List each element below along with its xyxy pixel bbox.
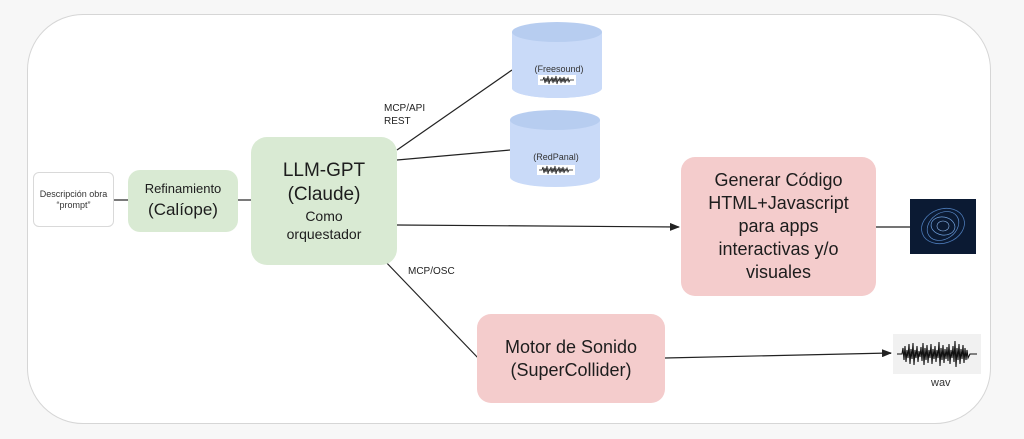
code-line: HTML+Javascript <box>708 193 849 213</box>
code-line: interactivas y/o <box>718 239 839 259</box>
edge-label-mcp-api: MCP/API <box>384 103 426 114</box>
llm-orchestrator-node: LLM-GPT (Claude) Como orquestador <box>251 137 397 265</box>
edge-label-mcp-osc: MCP/OSC <box>408 266 455 277</box>
refinement-node: Refinamiento (Calíope) <box>128 170 238 232</box>
refinement-name: (Calíope) <box>148 200 218 219</box>
edge-llm-freesound <box>396 69 513 151</box>
freesound-database-label: (Freesound) <box>534 64 584 74</box>
prompt-line1: Descripción obra <box>39 188 108 199</box>
code-generator-node: Generar Código HTML+Javascript para apps… <box>681 157 876 296</box>
database-icon <box>510 110 600 187</box>
edge-llm-sound <box>381 257 481 361</box>
refinement-title: Refinamiento <box>144 181 222 196</box>
wav-output-label: wav <box>931 377 951 389</box>
waveform-icon <box>893 334 981 374</box>
edge-llm-redpanal <box>396 149 511 161</box>
sound-engine-node: Motor de Sonido (SuperCollider) <box>477 314 665 403</box>
llm-role-line2: orquestador <box>286 226 362 242</box>
edge-sound-wav <box>664 349 892 359</box>
prompt-description-node: Descripción obra “prompt” <box>33 172 114 227</box>
llm-role-line1: Como <box>305 208 343 224</box>
llm-model: (Claude) <box>287 184 361 205</box>
llm-title: LLM-GPT <box>282 160 366 181</box>
code-line: Generar Código <box>714 170 843 190</box>
sound-engine-name: (SuperCollider) <box>510 359 632 380</box>
edge-llm-code <box>396 222 680 231</box>
sound-engine-title: Motor de Sonido <box>504 336 638 357</box>
edge-label-rest: REST <box>384 116 411 127</box>
code-line: para apps <box>738 216 819 236</box>
redpanal-database-label: (RedPanal) <box>533 152 579 162</box>
visual-output-icon <box>910 199 976 254</box>
prompt-line2: “prompt” <box>56 199 91 210</box>
database-icon <box>512 22 602 98</box>
code-line: visuales <box>745 262 812 282</box>
